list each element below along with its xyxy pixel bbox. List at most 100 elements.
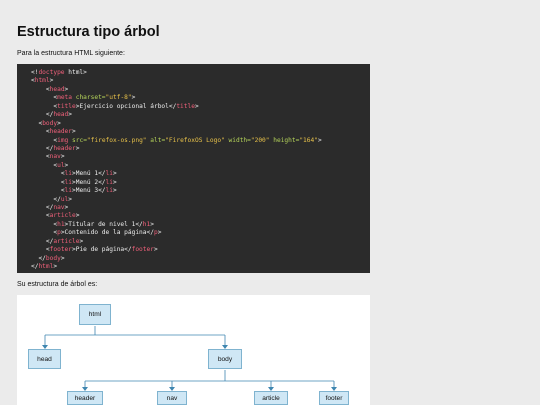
code-token: < bbox=[53, 220, 58, 228]
tree-node-body: body bbox=[208, 349, 242, 369]
code-token: >Menú 3</ bbox=[72, 187, 106, 195]
code-line: </body> bbox=[31, 255, 370, 263]
code-token: ul bbox=[57, 161, 65, 169]
code-token: "firefox-os.png" bbox=[86, 136, 147, 144]
code-token: html bbox=[34, 77, 50, 85]
code-line: <p>Contenido de la página</p> bbox=[31, 229, 370, 237]
tree-node-header: header bbox=[67, 391, 103, 405]
code-token: < bbox=[53, 229, 58, 237]
code-line: </head> bbox=[31, 111, 370, 119]
tree-node-html: html bbox=[79, 304, 111, 325]
code-token: </ bbox=[45, 144, 54, 152]
code-line: <!doctype html> bbox=[31, 69, 370, 77]
code-line: <title>Ejercicio opcional árbol</title> bbox=[31, 103, 370, 111]
code-token: head bbox=[49, 85, 65, 93]
code-token: > bbox=[49, 77, 54, 85]
code-token: width= bbox=[228, 136, 251, 144]
code-token: "164" bbox=[299, 136, 318, 144]
code-line: </article> bbox=[31, 238, 370, 246]
code-token: < bbox=[53, 94, 58, 102]
code-token: </ bbox=[45, 111, 54, 119]
code-token: li bbox=[105, 178, 113, 186]
code-token: title bbox=[176, 102, 195, 110]
code-token: < bbox=[45, 128, 50, 136]
code-token: > bbox=[57, 119, 61, 127]
code-token: alt= bbox=[150, 136, 166, 144]
code-token: footer bbox=[131, 246, 154, 254]
code-token: > bbox=[157, 229, 162, 237]
code-token: > bbox=[112, 178, 117, 186]
code-line: <head> bbox=[31, 86, 370, 94]
code-token: h1 bbox=[142, 220, 151, 228]
code-token: ul bbox=[60, 195, 69, 203]
code-line: </ul> bbox=[31, 196, 370, 204]
code-line: <meta charset="utf-8"> bbox=[31, 94, 370, 102]
code-token: < bbox=[60, 187, 65, 195]
code-line: <li>Menú 2</li> bbox=[31, 179, 370, 187]
code-token: > bbox=[72, 128, 76, 136]
tree-node-article: article bbox=[254, 391, 288, 405]
code-token: < bbox=[31, 77, 35, 85]
code-token: < bbox=[38, 119, 43, 127]
code-token: title bbox=[57, 102, 76, 110]
code-token: > bbox=[112, 187, 117, 195]
code-token: </ bbox=[45, 204, 54, 211]
code-line: </header> bbox=[31, 145, 370, 153]
code-token: head bbox=[53, 111, 69, 119]
tree-node-footer: footer bbox=[319, 391, 349, 405]
code-token: li bbox=[105, 170, 113, 178]
code-token: html> bbox=[64, 69, 87, 76]
code-token: src= bbox=[72, 136, 87, 144]
code-token: li bbox=[64, 178, 72, 186]
code-token: < bbox=[45, 153, 50, 161]
code-token: charset= bbox=[75, 94, 106, 102]
code-line: <footer>Pie de página</footer> bbox=[31, 246, 370, 254]
code-token: < bbox=[60, 178, 65, 186]
tree-caption: Su estructura de árbol es: bbox=[17, 281, 98, 288]
code-token: > bbox=[60, 254, 65, 262]
code-token: > bbox=[153, 246, 158, 254]
code-token: > bbox=[68, 111, 72, 119]
code-token: > bbox=[75, 144, 80, 152]
code-token: p bbox=[57, 229, 61, 237]
code-token: header bbox=[49, 128, 72, 136]
code-line: <li>Menú 1</li> bbox=[31, 170, 370, 178]
code-token: img bbox=[57, 136, 69, 144]
code-token: > bbox=[150, 220, 154, 228]
code-token: header bbox=[53, 144, 76, 152]
code-token: > bbox=[64, 85, 69, 93]
code-token: doctype bbox=[38, 69, 65, 76]
code-token: >Contenido de la página</ bbox=[60, 229, 154, 237]
code-token: "FirefoxOS Logo" bbox=[165, 136, 225, 144]
tree-diagram: html head body header nav article footer bbox=[17, 295, 370, 405]
code-token: <! bbox=[31, 69, 39, 76]
code-line: <article> bbox=[31, 212, 370, 220]
code-token: li bbox=[64, 170, 72, 178]
code-token: li bbox=[105, 187, 113, 195]
code-line: <li>Menú 3</li> bbox=[31, 187, 370, 195]
code-token: </ bbox=[38, 254, 46, 262]
code-token: < bbox=[45, 212, 50, 220]
code-token: </ bbox=[53, 195, 61, 203]
code-token: > bbox=[60, 153, 65, 161]
code-token: > bbox=[68, 195, 72, 203]
code-line: </nav> bbox=[31, 204, 370, 212]
code-line: <body> bbox=[31, 120, 370, 128]
code-token: article bbox=[53, 237, 80, 245]
code-token: meta bbox=[57, 94, 72, 102]
code-token: height= bbox=[273, 136, 300, 144]
intro-text: Para la estructura HTML siguiente: bbox=[17, 50, 125, 57]
code-token: h1 bbox=[57, 220, 65, 228]
tree-node-nav: nav bbox=[157, 391, 187, 405]
code-token: < bbox=[53, 161, 58, 169]
code-line: <h1>Titular de nivel 1</h1> bbox=[31, 221, 370, 229]
code-token: >Ejercicio opcional árbol</ bbox=[75, 102, 177, 110]
code-token: body bbox=[42, 119, 58, 127]
code-token: > bbox=[79, 237, 84, 245]
code-token: "utf-8" bbox=[105, 94, 132, 102]
code-token: >Titular de nivel 1</ bbox=[64, 220, 143, 228]
code-block: <!doctype html><html> <head> <meta chars… bbox=[17, 64, 370, 273]
code-line: <ul> bbox=[31, 162, 370, 170]
tree-node-head: head bbox=[28, 349, 61, 369]
